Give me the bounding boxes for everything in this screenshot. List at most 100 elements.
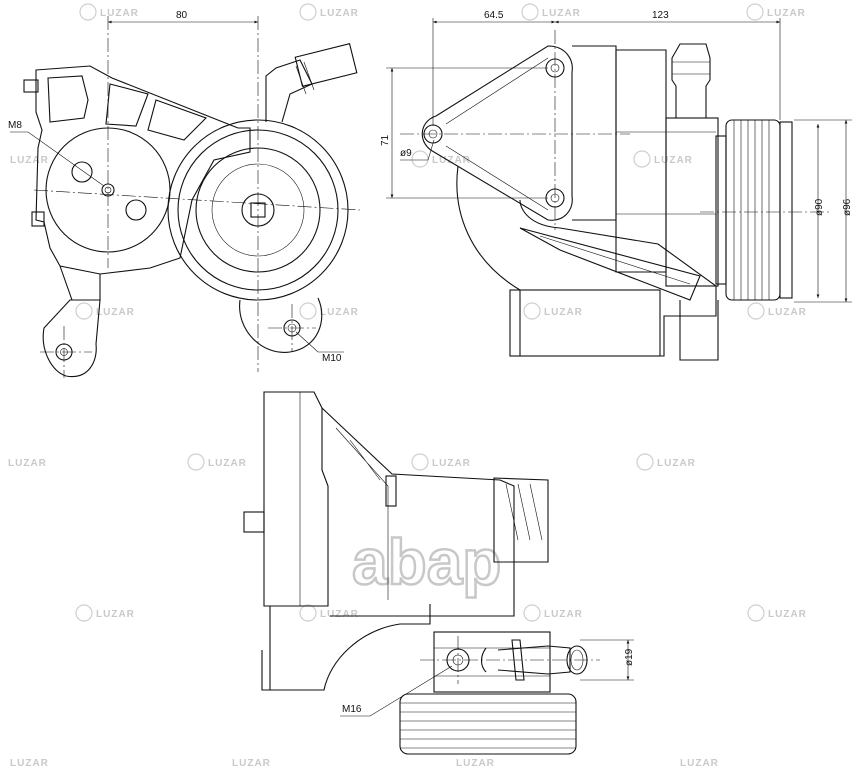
watermark-brand: LUZAR (432, 458, 471, 469)
m16-label: M16 (342, 704, 362, 715)
watermark-brand: LUZAR (320, 307, 359, 318)
centerline-horizontal (33, 189, 361, 211)
outlet-clip (480, 639, 525, 681)
lower-foot (261, 650, 280, 691)
side-outlet-rings (672, 61, 710, 75)
dim-71-ext (386, 67, 548, 199)
fin-lines (505, 483, 543, 541)
watermark-row-6: LUZAR LUZAR LUZAR LUZAR (10, 758, 719, 768)
dim-71-label: 71 (380, 134, 391, 146)
bracket-pocket-2 (105, 83, 149, 127)
bracket-hole-lower (125, 199, 147, 221)
m16-leader (340, 665, 453, 717)
watermark-brand: LUZAR (8, 458, 47, 469)
lug-web (59, 265, 101, 301)
pump-housing-side (572, 45, 617, 221)
watermark-row-4: LUZAR LUZAR LUZAR LUZAR (8, 453, 696, 471)
pulley-back-side (715, 135, 727, 285)
dim-123-label: 123 (652, 10, 669, 21)
tapered-body-ribs (335, 427, 389, 600)
flange-tower-edge (299, 391, 323, 606)
bracket-pocket-1 (47, 75, 89, 123)
outlet-block-bands (434, 647, 550, 677)
outlet-block (433, 631, 551, 693)
phi-extensions (794, 119, 852, 303)
centerline-m10 (268, 304, 316, 352)
phi9-label: ø9 (400, 148, 412, 159)
tapered-body (321, 407, 515, 617)
watermark-brand: LUZAR (456, 758, 495, 768)
watermark-brand: LUZAR (432, 155, 471, 166)
side-outlet-fitting (671, 43, 711, 118)
bracket-boss (45, 127, 171, 253)
bracket-pocket-3 (147, 99, 208, 141)
watermark-brand: LUZAR (96, 609, 135, 620)
watermark-brand: LUZAR (100, 8, 139, 19)
side-view: 64.5 123 71 ø9 ø90 ø96 (380, 10, 853, 361)
watermark-brand: LUZAR (680, 758, 719, 768)
watermark-brand: LUZAR (232, 758, 271, 768)
center-watermark-logo: abap (352, 526, 501, 598)
m8-label: M8 (8, 120, 22, 131)
flange-inner-edge (445, 57, 549, 211)
top-view: ø19 M16 (243, 391, 635, 755)
watermark-brand: LUZAR (10, 758, 49, 768)
base-step (679, 300, 719, 361)
pulley-grooves (733, 120, 770, 300)
pump-rear-block (665, 117, 719, 287)
lower-wedge-inner (539, 235, 691, 285)
watermark-row-5: LUZAR LUZAR LUZAR LUZAR (75, 604, 807, 622)
bottom-pulley (399, 693, 577, 755)
watermark-brand: LUZAR (10, 155, 49, 166)
base-plate (509, 289, 661, 357)
phi90-label: ø90 (814, 198, 825, 216)
lower-curved-arm (269, 604, 431, 691)
watermark-brand: LUZAR (544, 609, 583, 620)
m8-leader (10, 131, 105, 187)
left-stub-upper (23, 79, 39, 93)
bracket-hole-upper (71, 161, 93, 183)
watermark-brand: LUZAR (542, 8, 581, 19)
watermark-brand: LUZAR (320, 609, 359, 620)
m10-label: M10 (322, 353, 342, 364)
fin-cluster (493, 477, 549, 563)
tower-stub (243, 511, 265, 533)
phi19-label: ø19 (624, 648, 635, 666)
watermark-brand: LUZAR (208, 458, 247, 469)
watermark-brand: LUZAR (544, 307, 583, 318)
lower-wedge (519, 227, 701, 301)
watermark-brand: LUZAR (320, 8, 359, 19)
watermark-brand: LUZAR (768, 609, 807, 620)
watermark-brand: LUZAR (767, 8, 806, 19)
pump-lower-lobe (239, 297, 323, 353)
watermark-layer: LUZAR LUZAR LUZAR LUZAR LUZAR LUZAR LUZA… (8, 3, 807, 768)
phi19-ext (580, 639, 634, 681)
outlet-fitting (265, 59, 313, 123)
watermark-row-2: LUZAR LUZAR LUZAR (10, 150, 693, 168)
watermark-row-1: LUZAR LUZAR LUZAR LUZAR (79, 3, 806, 21)
dim-64-5-label: 64.5 (484, 10, 504, 21)
outlet-fitting-cap (294, 43, 358, 87)
phi9-leader (400, 139, 435, 161)
dim-80-label: 80 (176, 10, 188, 21)
watermark-brand: LUZAR (96, 307, 135, 318)
outlet-fitting-rib (295, 61, 315, 95)
tapered-body-window (385, 475, 397, 507)
front-view: 80 M8 M10 (8, 10, 361, 378)
centerline-lug (40, 326, 92, 378)
lower-pipe (456, 165, 717, 357)
m10-leader (295, 331, 344, 353)
watermark-brand: LUZAR (657, 458, 696, 469)
watermark-row-3: LUZAR LUZAR LUZAR LUZAR (75, 302, 806, 320)
lower-left-lug (42, 299, 101, 378)
pump-housing-outer (167, 119, 349, 301)
pulley-inner-ring (211, 163, 305, 257)
bracket-outline (35, 65, 251, 275)
watermark-brand: LUZAR (654, 155, 693, 166)
flange-tower (263, 391, 329, 607)
pulley-hub-side (779, 121, 793, 299)
bottom-pulley-grooves (400, 702, 576, 749)
phi96-label: ø96 (842, 198, 853, 216)
left-stub-lower (31, 211, 45, 227)
